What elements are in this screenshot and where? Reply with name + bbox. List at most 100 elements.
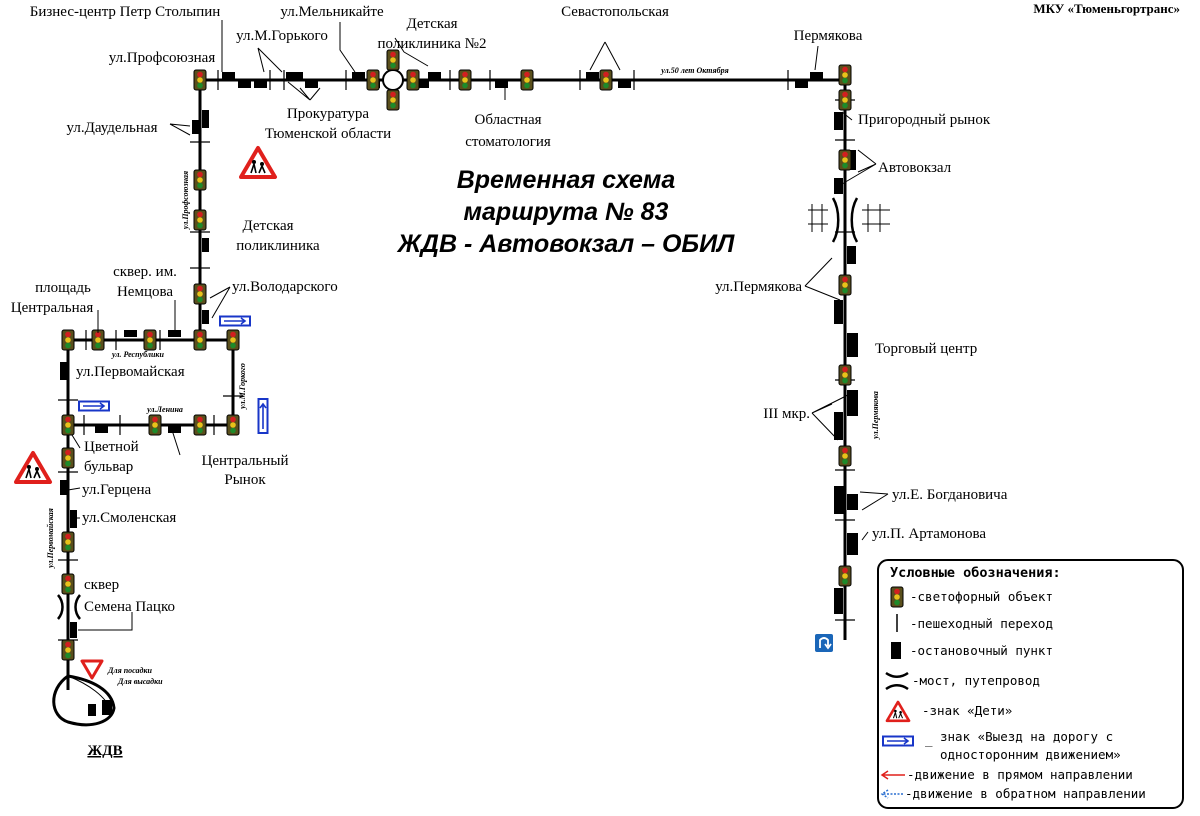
- schema-title-line3: ЖДВ - Автовокзал – ОБИЛ: [396, 230, 735, 258]
- legend-stop: -остановочный пункт: [910, 643, 1053, 658]
- stop-label-pervomayskaya: ул.Первомайская: [76, 364, 185, 380]
- legend-forward: -движение в прямом направлении: [907, 767, 1133, 782]
- stop-label-prokuratura-line2: Тюменской области: [265, 126, 391, 142]
- legend-crossing: -пешеходный переход: [910, 616, 1053, 631]
- stop-marker[interactable]: [847, 533, 858, 555]
- stop-marker[interactable]: [834, 588, 843, 614]
- stop-marker[interactable]: [810, 72, 823, 79]
- stop-marker[interactable]: [202, 238, 209, 252]
- stop-marker[interactable]: [834, 300, 843, 324]
- stop-label-skver-line2: Семена Пацко: [84, 599, 175, 615]
- stop-label-gertsena: ул.Герцена: [82, 482, 151, 498]
- stop-label-prokuratura-line1: Прокуратура: [287, 106, 370, 122]
- schema-title-line2: маршрута № 83: [464, 198, 669, 226]
- stop-marker[interactable]: [416, 81, 429, 88]
- stop-marker[interactable]: [70, 510, 77, 528]
- stop-marker[interactable]: [586, 72, 599, 79]
- oneway-sign-icon: [882, 735, 914, 747]
- stop-label-tsentr-rynok-line2: Рынок: [224, 472, 266, 488]
- stop-marker[interactable]: [352, 72, 365, 79]
- stop-label-det-poly-line1: Детская: [242, 218, 293, 234]
- stop-marker[interactable]: [192, 120, 199, 134]
- traffic-light-icon: [61, 573, 75, 595]
- stop-marker[interactable]: [202, 110, 209, 128]
- boarding-label: Для посадки: [107, 666, 153, 675]
- stop-marker[interactable]: [168, 330, 181, 337]
- stop-marker[interactable]: [847, 246, 856, 264]
- stop-marker[interactable]: [60, 480, 67, 495]
- stop-marker[interactable]: [202, 310, 209, 324]
- traffic-light-icon: [61, 531, 75, 553]
- traffic-light-icon: [838, 149, 852, 171]
- stop-marker[interactable]: [124, 330, 137, 337]
- legend-traffic-light: -светофорный объект: [910, 589, 1053, 604]
- stop-marker[interactable]: [305, 81, 318, 88]
- traffic-light-icon: [148, 414, 162, 436]
- stop-marker[interactable]: [95, 426, 108, 433]
- stop-marker[interactable]: [70, 622, 77, 638]
- forward-arrow-icon: [880, 770, 905, 780]
- stop-marker[interactable]: [834, 486, 845, 514]
- stop-marker[interactable]: [847, 333, 858, 357]
- traffic-light-icon: [386, 89, 400, 111]
- traffic-light-icon: [838, 89, 852, 111]
- legend-children: -знак «Дети»: [922, 703, 1012, 718]
- traffic-light-icon: [143, 329, 157, 351]
- stop-label-volodarskogo: ул.Володарского: [232, 279, 338, 295]
- traffic-light-icon: [838, 445, 852, 467]
- oneway-sign-icon: [219, 315, 251, 327]
- street-label-gorkogo: ул.М.Горкого: [238, 363, 247, 410]
- stop-label-prigorodny: Пригородный рынок: [858, 112, 991, 128]
- traffic-light-icon: [226, 329, 240, 351]
- traffic-light-icon: [193, 69, 207, 91]
- stop-marker[interactable]: [428, 72, 441, 79]
- traffic-light-icon: [193, 329, 207, 351]
- stop-marker[interactable]: [847, 390, 858, 416]
- stop-marker[interactable]: [795, 81, 808, 88]
- stop-marker[interactable]: [618, 81, 631, 88]
- legend-bridge: -мост, путепровод: [912, 673, 1040, 688]
- traffic-light-icon: [838, 274, 852, 296]
- stop-marker[interactable]: [254, 81, 267, 88]
- stop-label-permyakova: ул.Пермякова: [715, 279, 802, 295]
- street-label-oktyabrya: ул.50 лет Октября: [660, 66, 728, 75]
- organization-name: МКУ «Тюменьгортранс»: [1033, 1, 1180, 16]
- traffic-lights: [61, 49, 852, 661]
- stop-marker[interactable]: [847, 494, 858, 510]
- yield-sign-icon: [80, 659, 104, 680]
- stop-label-zhdv: ЖДВ: [87, 743, 122, 759]
- traffic-light-icon: [406, 69, 420, 91]
- stop-label-daudelnaya: ул.Даудельная: [67, 120, 158, 136]
- stop-label-iii-mkr: III мкр.: [763, 406, 810, 422]
- schema-title-line1: Временная схема: [457, 166, 676, 194]
- stop-marker[interactable]: [834, 412, 843, 440]
- stop-label-business-center: Бизнес-центр Петр Столыпин: [30, 4, 221, 20]
- traffic-light-icon: [838, 565, 852, 587]
- stop-marker[interactable]: [168, 426, 181, 433]
- stop-label-ploshchad-line1: площадь: [35, 280, 91, 296]
- legend-title: Условные обозначения:: [890, 565, 1061, 581]
- street-label-respubliki: ул. Республики: [111, 350, 164, 359]
- stop-label-artamonova: ул.П. Артамонова: [872, 526, 986, 542]
- alighting-label: Для высадки: [117, 677, 163, 686]
- stop-label-bogdanovicha: ул.Е. Богдановича: [892, 487, 1008, 503]
- bridge-icon: [885, 671, 909, 691]
- stop-marker[interactable]: [286, 72, 303, 79]
- street-label-permyakova: ул.Пермякова: [871, 391, 880, 440]
- pedestrian-crossings: [58, 70, 855, 641]
- bridge-patsko: [57, 594, 81, 620]
- stop-marker[interactable]: [834, 178, 843, 194]
- stop-marker[interactable]: [60, 362, 67, 380]
- stop-marker[interactable]: [222, 72, 235, 79]
- oneway-sign-icon: [257, 398, 269, 434]
- stop-marker[interactable]: [88, 704, 96, 716]
- traffic-light-icon: [61, 639, 75, 661]
- stop-label-tsvetnoy-line2: бульвар: [84, 459, 133, 475]
- stop-marker[interactable]: [238, 81, 251, 88]
- stop-marker[interactable]: [495, 81, 508, 88]
- stop-marker[interactable]: [102, 700, 112, 715]
- stop-label-profsoyuznaya: ул.Профсоюзная: [109, 50, 216, 66]
- stop-marker[interactable]: [834, 112, 843, 130]
- stop-marker[interactable]: [847, 150, 856, 170]
- traffic-light-icon: [61, 414, 75, 436]
